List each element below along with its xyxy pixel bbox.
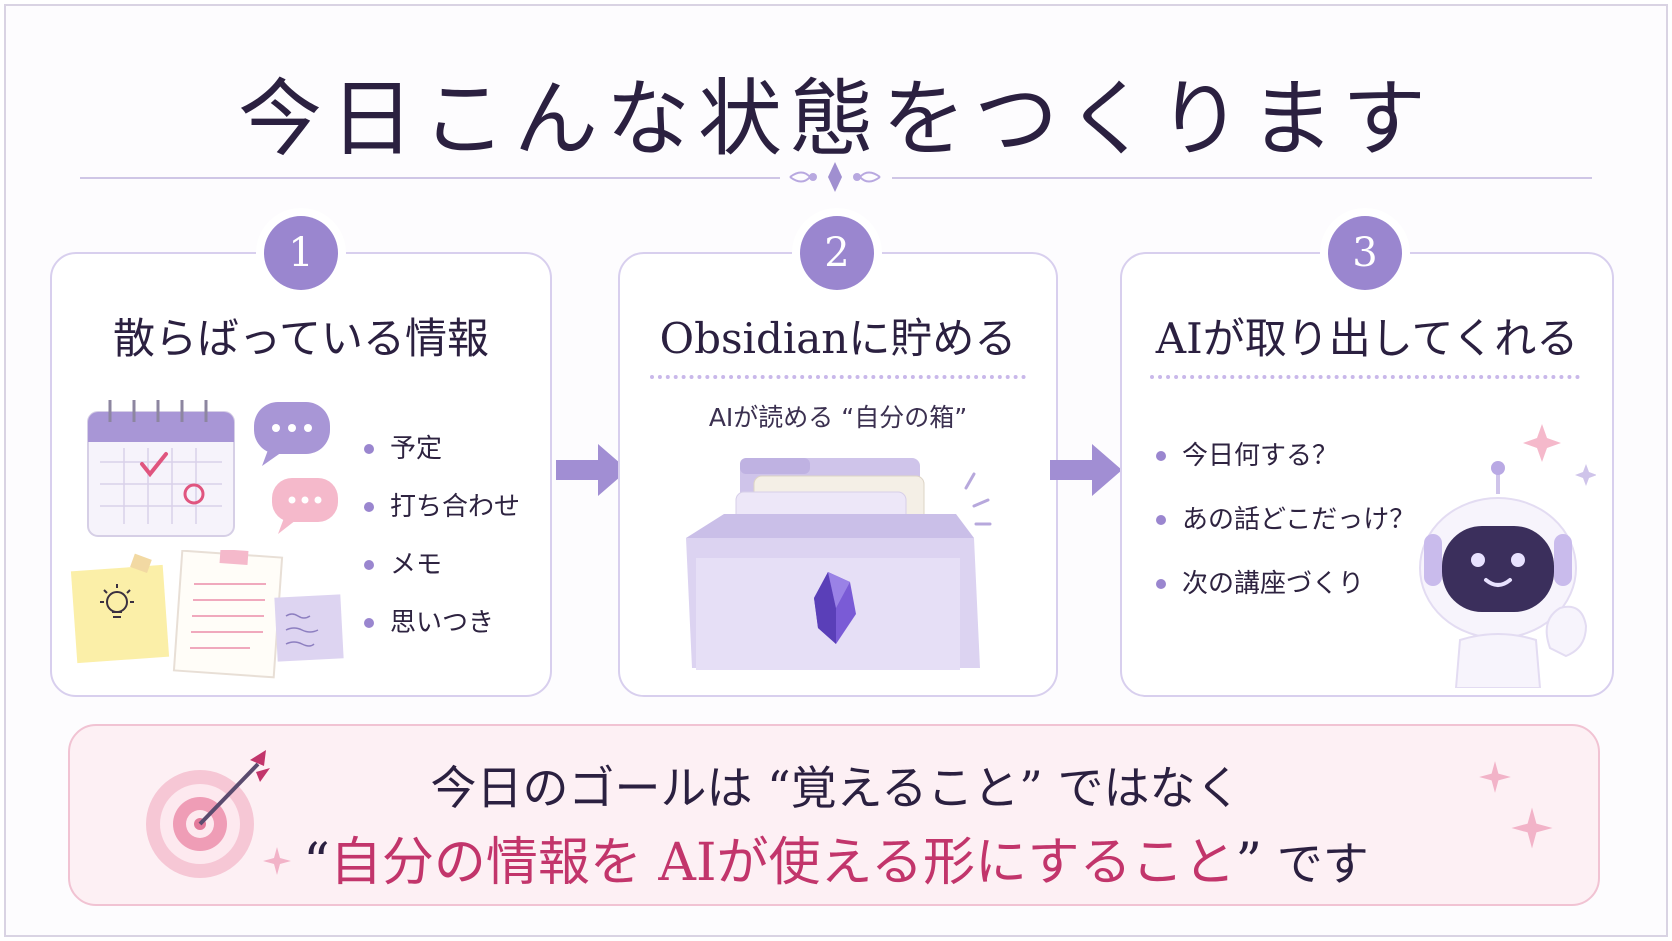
list-item: 今日何する？ — [1156, 424, 1415, 488]
sparkle-icon — [263, 847, 291, 875]
target-icon — [146, 750, 270, 878]
goal-text-line1: 今日のゴールは “覚えること” ではなく — [430, 761, 1242, 815]
arrow-icon — [1050, 444, 1122, 496]
step-title-2: Obsidianに貯める — [659, 314, 1017, 363]
divider-ornament-icon — [789, 162, 881, 192]
step-3-list: 今日何する？ あの話どこだっけ？ 次の講座づくり — [1156, 424, 1415, 616]
step-subtitle-2: AIが読める “自分の箱” — [708, 403, 968, 432]
step-title-1: 散らばっている情報 — [113, 314, 489, 363]
list-item: あの話どこだっけ？ — [1156, 488, 1415, 552]
goal-highlight: 自分の情報を AIが使える形にすること — [329, 833, 1236, 893]
step-number-3: 3 — [1328, 216, 1402, 290]
sticky-note-icon — [70, 550, 344, 679]
list-item: 次の講座づくり — [1156, 552, 1415, 616]
list-item: メモ — [364, 536, 520, 594]
list-item: 予定 — [364, 420, 520, 478]
folder-box-icon — [686, 458, 992, 670]
chat-bubble-icon — [254, 402, 330, 466]
goal-quote-open: “ — [303, 833, 330, 893]
title-divider-right — [892, 177, 1592, 179]
chat-bubble-icon — [272, 478, 338, 534]
calendar-icon — [87, 400, 235, 537]
list-item: 打ち合わせ — [364, 478, 520, 536]
goal-panel — [68, 724, 1600, 906]
goal-tail: です — [1262, 837, 1369, 891]
step-1-list: 予定 打ち合わせ メモ 思いつき — [364, 420, 520, 652]
robot-icon — [1419, 424, 1596, 688]
goal-text-line2: “自分の情報を AIが使える形にすること” です — [0, 820, 1672, 895]
arrow-icon — [556, 444, 628, 496]
dotted-divider — [650, 375, 1026, 379]
goal-quote-close: ” — [1235, 833, 1263, 893]
step-title-3: AIが取り出してくれる — [1155, 314, 1579, 363]
step-number-2: 2 — [800, 216, 874, 290]
page-title: 今日こんな状態をつくります — [237, 70, 1434, 168]
list-item: 思いつき — [364, 594, 520, 652]
lightbulb-icon — [100, 584, 134, 618]
title-divider-left — [80, 177, 780, 179]
step-number-1: 1 — [264, 216, 338, 290]
sparkle-icon — [1479, 761, 1511, 793]
sparkle-icon — [1511, 807, 1553, 849]
dotted-divider — [1150, 375, 1580, 379]
